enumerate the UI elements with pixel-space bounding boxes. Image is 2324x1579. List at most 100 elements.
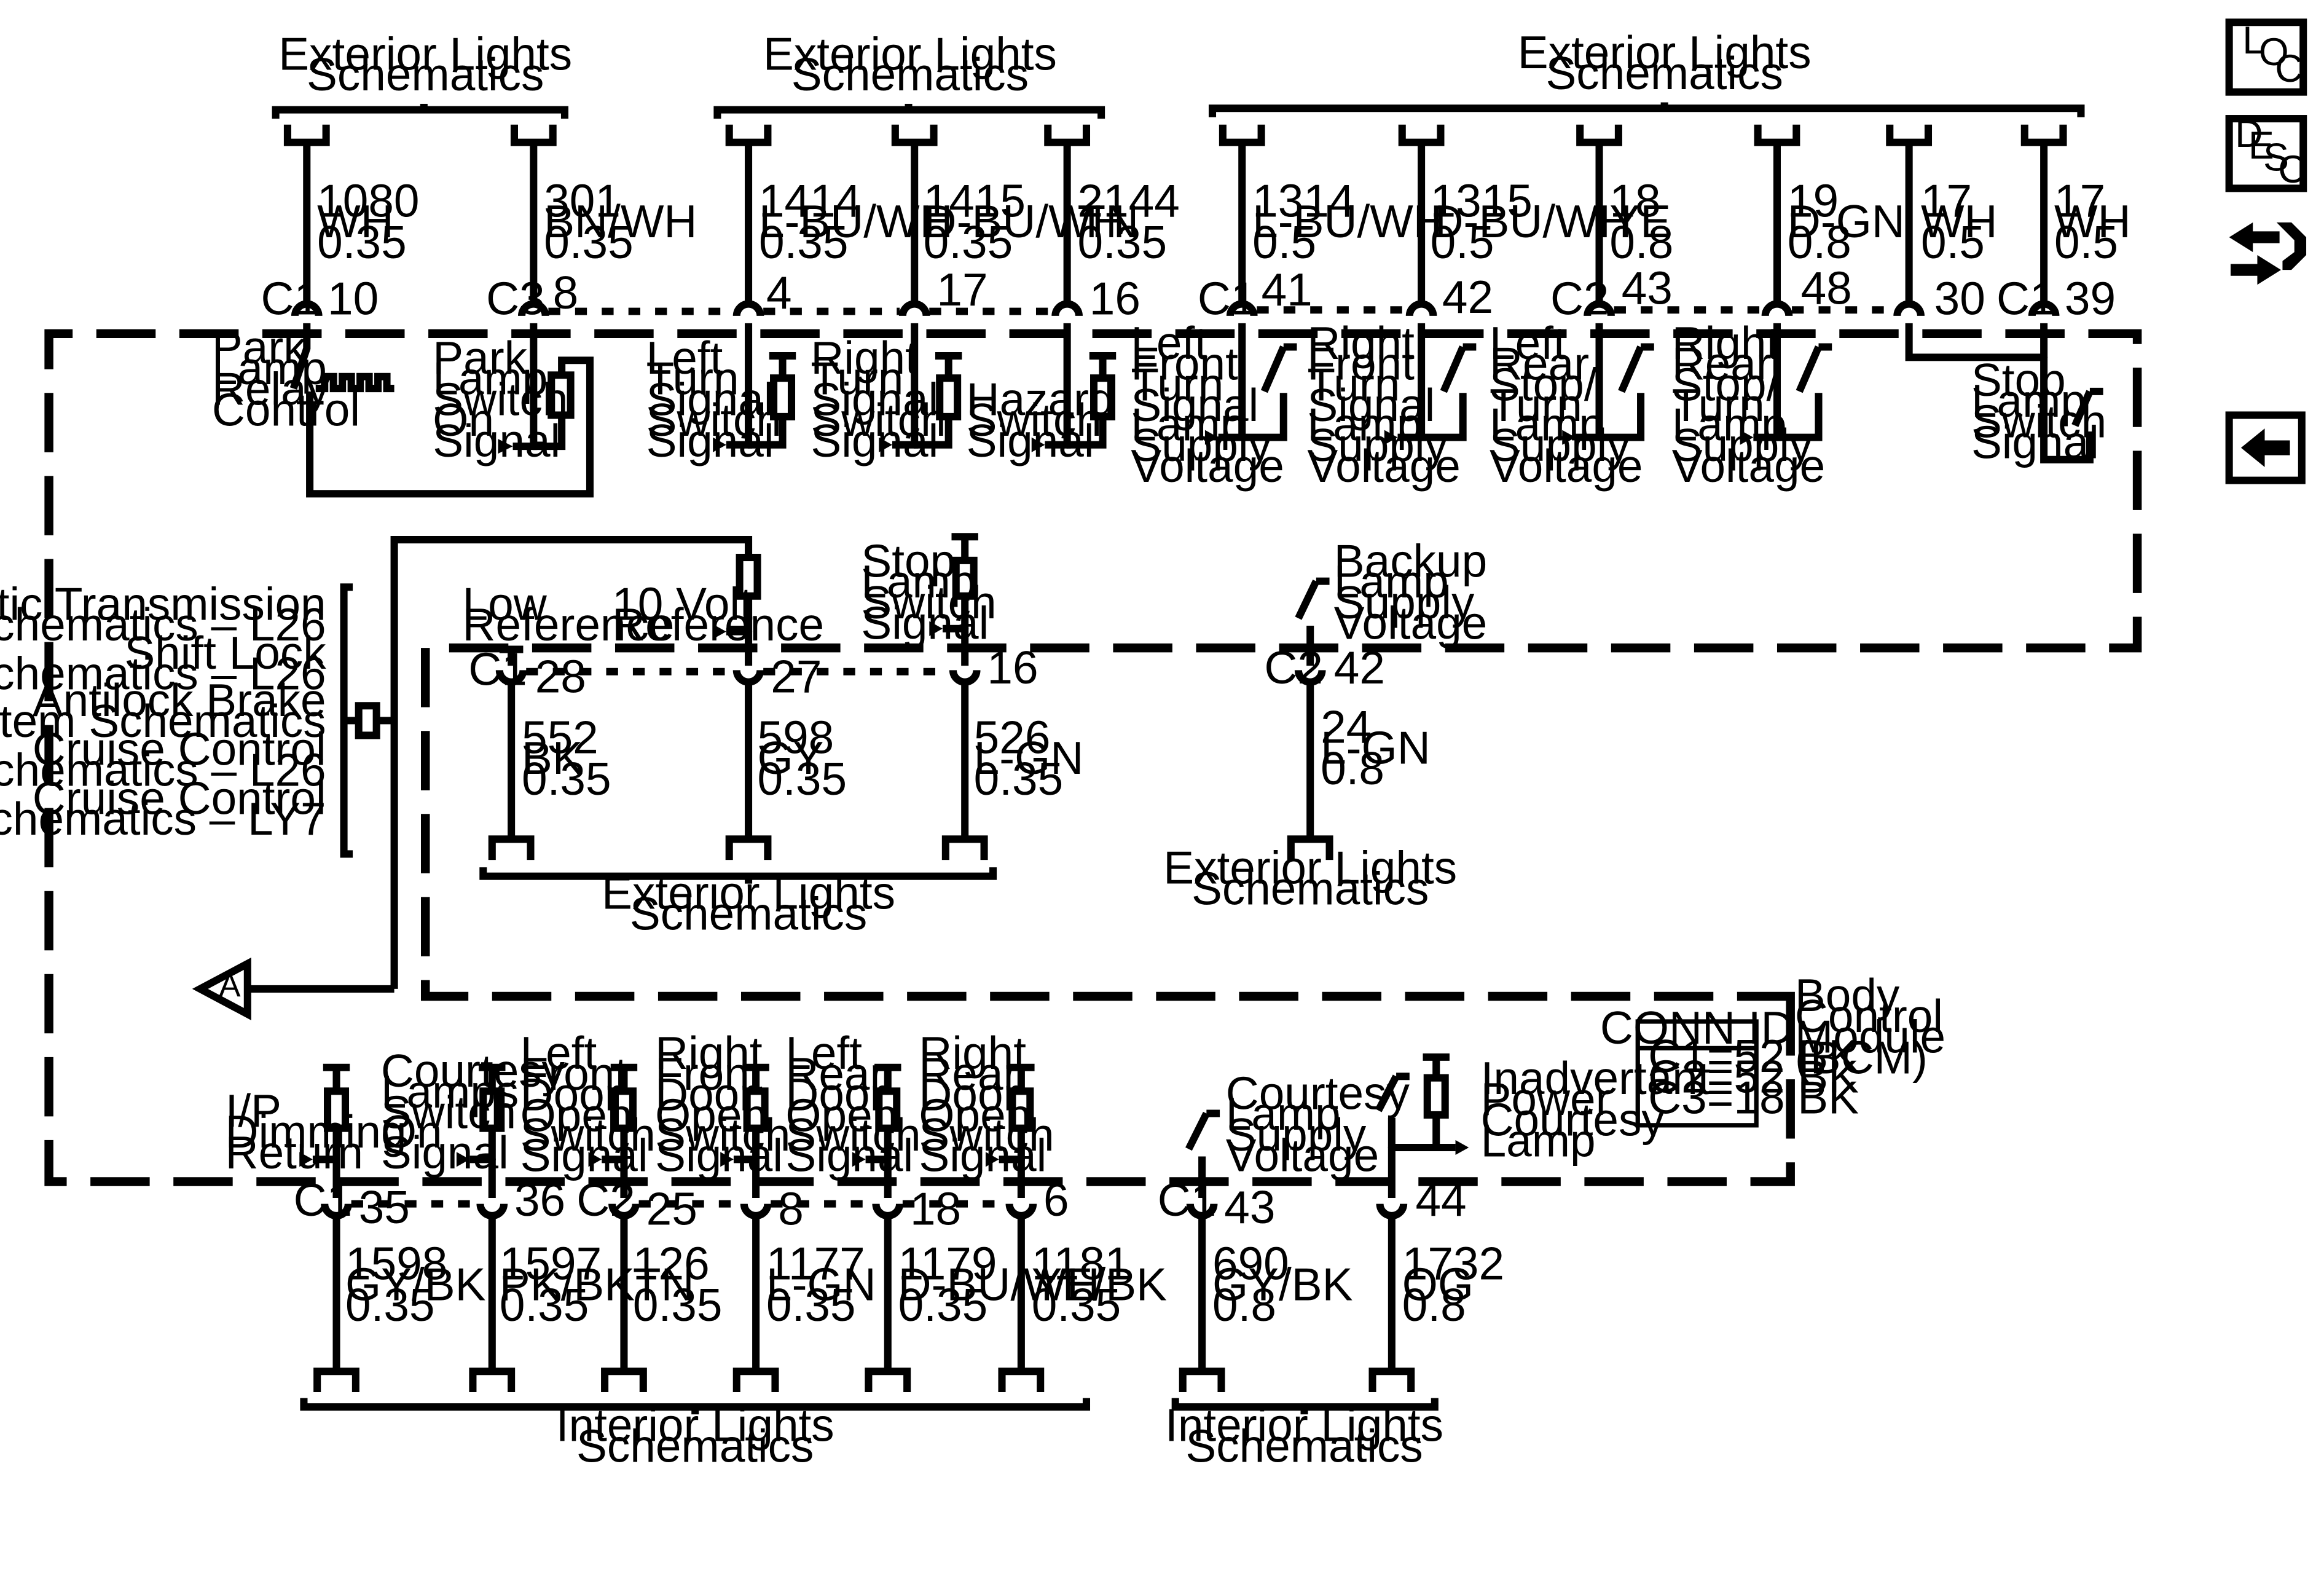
backup-label: Backup Lamp Supply Voltage — [1334, 535, 1487, 648]
top-group-3[interactable]: Exterior Lights Schematics — [1208, 26, 2085, 117]
svg-text:Right: Right — [1672, 317, 1780, 369]
door-switch-circuits — [299, 1063, 1035, 1199]
svg-text:Supply: Supply — [1672, 419, 1813, 471]
svg-text:16: 16 — [1089, 272, 1140, 324]
svg-text:41: 41 — [1262, 264, 1313, 315]
svg-text:C2: C2 — [576, 1174, 635, 1226]
svg-text:Switch: Switch — [861, 577, 996, 628]
svg-text:Switch: Switch — [919, 1109, 1054, 1160]
svg-text:Rear: Rear — [1490, 338, 1589, 390]
svg-text:Lamp: Lamp — [1226, 1088, 1341, 1140]
bcm-label: Body Control Module (BCM) — [1795, 969, 1945, 1083]
svg-text:28: 28 — [535, 651, 586, 703]
tools-icon[interactable] — [2229, 222, 2307, 285]
svg-text:Rear: Rear — [785, 1048, 885, 1100]
svg-text:D-BU/WH: D-BU/WH — [924, 195, 1125, 247]
svg-text:Power: Power — [1481, 1073, 1611, 1125]
hazard-label: Hazard Switch Signal — [967, 373, 1115, 467]
top-wire-label-6: 1314 L-BU/WH 0.5 — [1252, 175, 1447, 268]
svg-text:0.35: 0.35 — [345, 1279, 435, 1331]
svg-text:36: 36 — [514, 1174, 565, 1226]
svg-text:C1: C1 — [261, 272, 320, 324]
svg-text:0.35: 0.35 — [500, 1279, 589, 1331]
svg-text:Exterior Lights: Exterior Lights — [1518, 26, 1812, 78]
svg-text:O: O — [2259, 31, 2289, 74]
top-wire-label-7: 1315 D-BU/WH 0.5 — [1431, 175, 1632, 268]
svg-text:Interior Lights: Interior Lights — [1165, 1400, 1443, 1451]
svg-text:Signal: Signal — [861, 597, 989, 649]
svg-text:0.35: 0.35 — [544, 216, 634, 268]
svg-text:Control: Control — [1795, 990, 1943, 1042]
interior-lights-group-1[interactable]: Interior Lights Schematics — [300, 1398, 1091, 1472]
svg-text:L-BU/WH: L-BU/WH — [759, 195, 953, 247]
ext-lights-group-backup[interactable]: Exterior Lights Schematics — [1163, 842, 1457, 915]
park-relay-label: Park Lamp Relay Control — [212, 321, 360, 435]
svg-text:1179: 1179 — [898, 1238, 997, 1290]
interior-lights-group-2[interactable]: Interior Lights Schematics — [1165, 1398, 1443, 1472]
svg-text:0.35: 0.35 — [633, 1279, 723, 1331]
courtesy-supply-circuit — [1185, 1109, 1220, 1199]
top-group-2[interactable]: Exterior Lights Schematics — [713, 28, 1105, 119]
svg-text:18: 18 — [1609, 175, 1660, 226]
svg-text:Voltage: Voltage — [1672, 440, 1825, 492]
desc-button[interactable]: D E S C — [2225, 112, 2307, 192]
svg-text:43: 43 — [1224, 1181, 1275, 1233]
svg-text:Switch: Switch — [967, 394, 1102, 446]
svg-text:Rear: Rear — [1672, 338, 1772, 390]
svg-text:Supply: Supply — [1334, 577, 1475, 628]
svg-text:Supply: Supply — [1226, 1109, 1367, 1160]
ext-lights-group-mid[interactable]: Exterior Lights Schematics — [479, 867, 997, 940]
svg-text:Cruise Control: Cruise Control — [33, 723, 326, 775]
loc-button[interactable]: L O C — [2225, 18, 2307, 96]
svg-text:Exterior Lights: Exterior Lights — [602, 867, 895, 919]
svg-text:Supply: Supply — [1307, 419, 1448, 471]
svg-text:System Schematics: System Schematics — [0, 695, 326, 747]
svg-text:L-GN: L-GN — [766, 1258, 876, 1310]
svg-text:Reference: Reference — [463, 599, 675, 650]
svg-text:44: 44 — [1415, 1174, 1466, 1226]
svg-text:Automatic Transmission: Automatic Transmission — [0, 578, 326, 629]
top-wire-label-9: 19 D-GN 0.8 — [1788, 175, 1905, 268]
back-arrow-icon — [2240, 428, 2290, 467]
lr-turn-label: Left Rear Stop/ Turn Lamp Supply Voltage — [1490, 317, 1643, 492]
svg-text:0.35: 0.35 — [924, 216, 1013, 268]
back-arrow-button[interactable] — [2225, 411, 2306, 484]
svg-text:Schematics: Schematics — [630, 888, 867, 939]
svg-text:0.35: 0.35 — [759, 216, 849, 268]
svg-text:24: 24 — [1321, 701, 1372, 753]
svg-text:Left: Left — [785, 1027, 862, 1079]
svg-text:526: 526 — [974, 711, 1051, 763]
courtesy-switch-label: Courtesy Lamps Switch On Signal — [381, 1045, 565, 1178]
svg-text:Lamps: Lamps — [381, 1066, 519, 1117]
svg-text:WH: WH — [1921, 195, 1998, 247]
low-reference-circuit — [499, 645, 524, 666]
svg-text:Control: Control — [212, 384, 360, 435]
svg-text:Signal: Signal — [520, 1130, 648, 1181]
svg-text:Dimming: Dimming — [226, 1106, 407, 1157]
svg-text:17: 17 — [2054, 175, 2105, 226]
svg-text:Reference: Reference — [612, 599, 824, 650]
svg-text:Voltage: Voltage — [1226, 1130, 1379, 1181]
right-turn-label: Right Turn Signal Switch Signal — [811, 332, 946, 467]
svg-text:Relay: Relay — [212, 363, 330, 415]
svg-text:0.5: 0.5 — [1252, 216, 1316, 268]
svg-text:Lamp: Lamp — [1307, 398, 1422, 450]
svg-text:Front: Front — [520, 1048, 628, 1100]
conn-id-table: CONN ID C1=52 BK C2=52 BK C3=18 BK — [1600, 1002, 1859, 1128]
offpage-connector-a[interactable]: A — [192, 957, 251, 1020]
svg-text:Exterior Lights: Exterior Lights — [278, 28, 572, 79]
svg-text:CONN ID: CONN ID — [1600, 1002, 1794, 1053]
svg-text:D-BU/WH: D-BU/WH — [1431, 195, 1632, 247]
top-group-1[interactable]: Exterior Lights Schematics — [272, 28, 573, 119]
svg-text:2144: 2144 — [1078, 175, 1180, 226]
svg-text:1314: 1314 — [1252, 175, 1354, 226]
svg-text:C3=18 BK: C3=18 BK — [1648, 1072, 1859, 1124]
svg-text:Lamp: Lamp — [1672, 398, 1787, 450]
svg-text:Signal: Signal — [433, 415, 560, 467]
svg-text:D-GN: D-GN — [1788, 195, 1905, 247]
svg-text:C2=52 BK: C2=52 BK — [1648, 1051, 1859, 1103]
svg-text:Schematics: Schematics — [1191, 862, 1429, 914]
svg-text:Control Schematics – L26: Control Schematics – L26 — [0, 599, 326, 650]
svg-text:Schematics: Schematics — [791, 49, 1029, 100]
top-wire-label-2: 301 BN/WH 0.35 — [544, 175, 697, 268]
